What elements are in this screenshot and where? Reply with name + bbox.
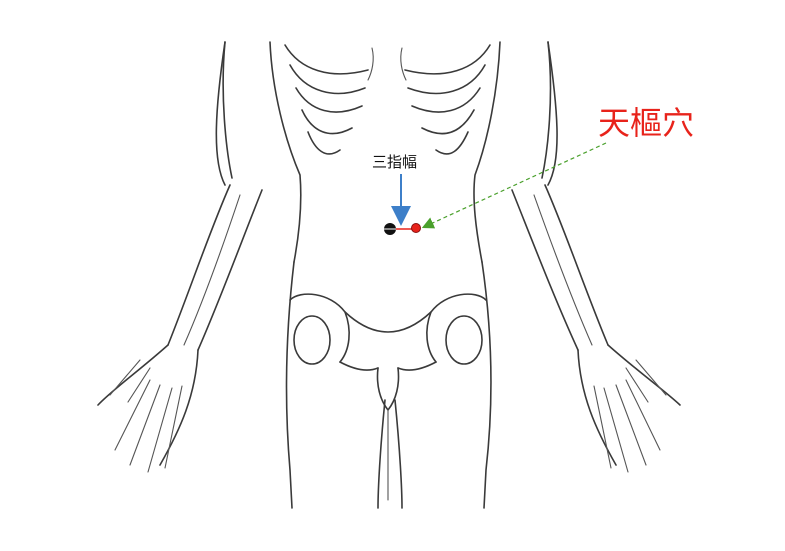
right-arm <box>511 41 681 473</box>
pelvis <box>289 293 487 501</box>
body-outline <box>222 41 552 509</box>
leader-line <box>421 142 607 229</box>
navel-marker <box>384 223 396 235</box>
acupoint-label: 天樞穴 <box>598 104 695 142</box>
rib-cage <box>284 44 491 155</box>
left-arm <box>97 41 263 473</box>
acupoint-marker <box>411 223 421 233</box>
distance-note: 三指幅 <box>372 153 418 171</box>
